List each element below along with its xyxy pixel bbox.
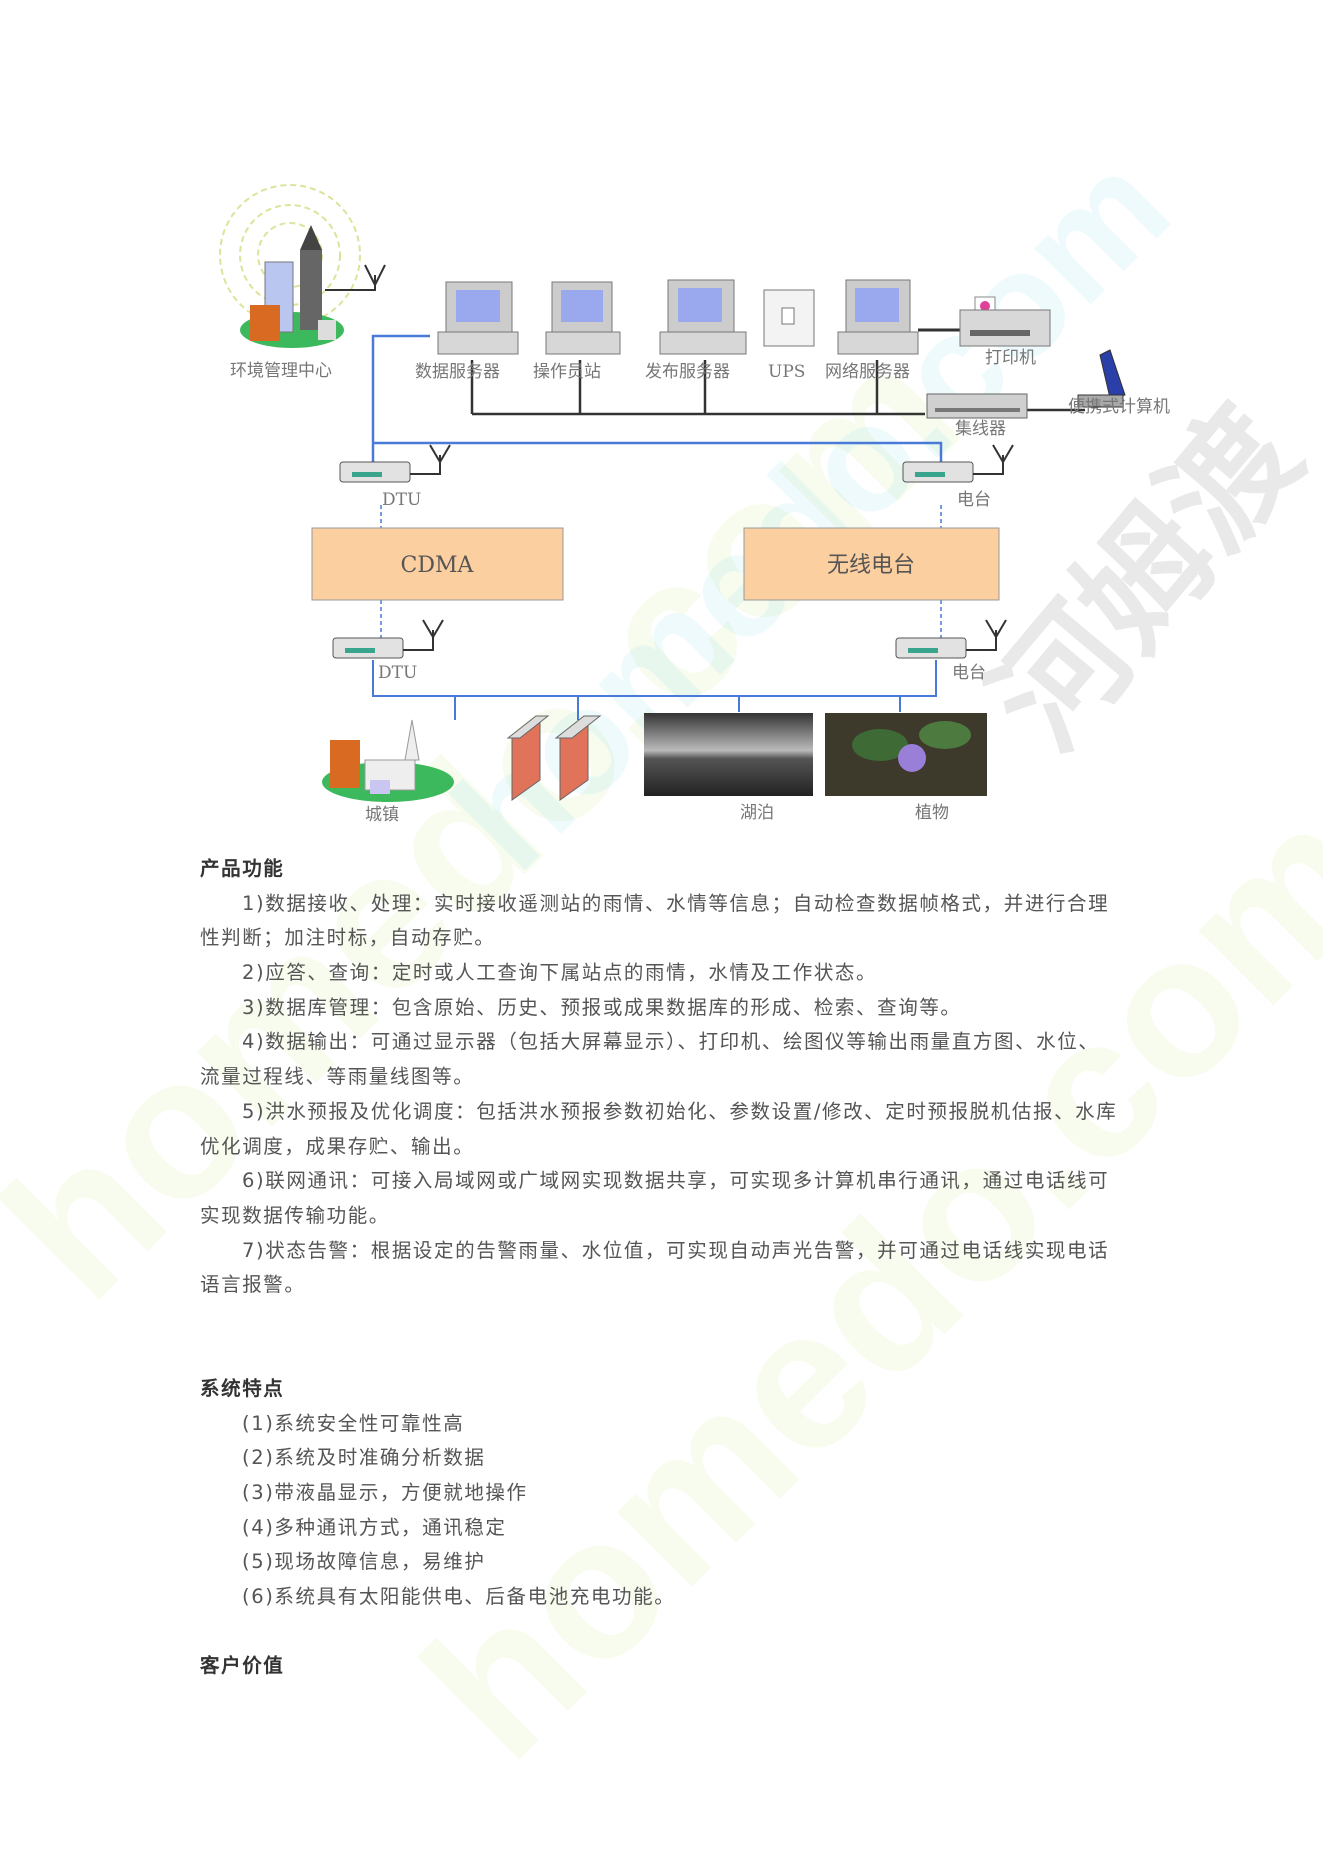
feature-item: (2)系统及时准确分析数据	[242, 1446, 486, 1470]
town-label: 城镇	[365, 805, 399, 825]
device-label: 发布服务器	[645, 362, 730, 382]
feature-item: (6)系统具有太阳能供电、后备电池充电功能。	[242, 1585, 676, 1609]
text-line: 性判断；加注时标，自动存贮。	[200, 926, 496, 950]
management-center-icon	[219, 184, 386, 348]
system-features-section: 系统特点 (1)系统安全性可靠性高 (2)系统及时准确分析数据 (3)带液晶显示…	[200, 1372, 675, 1615]
section-title: 客户价值	[200, 1654, 285, 1677]
device-label: 数据服务器	[415, 362, 500, 382]
device-label: 网络服务器	[825, 362, 910, 382]
wireless-label: 无线电台	[827, 553, 915, 578]
dtu-label: DTU	[378, 663, 417, 683]
hub-icon	[926, 393, 1028, 419]
printer-label: 打印机	[985, 348, 1036, 368]
feature-item: (3)带液晶显示，方便就地操作	[242, 1481, 528, 1505]
computer-icon	[437, 281, 519, 355]
text-line: 5)洪水预报及优化调度：包括洪水预报参数初始化、参数设置/修改、定时预报脱机估报…	[242, 1099, 1118, 1123]
text-line: 1)数据接收、处理：实时接收遥测站的雨情、水情等信息；自动检查数据帧格式，并进行…	[242, 891, 1110, 915]
cdma-box: CDMA	[311, 527, 564, 601]
dtu-label: DTU	[382, 490, 421, 510]
text-line: 优化调度，成果存贮、输出。	[200, 1134, 475, 1158]
radio-modem-icon	[902, 444, 1014, 483]
device-label: UPS	[768, 362, 805, 382]
plant-label: 植物	[915, 803, 949, 823]
feature-item: (5)现场故障信息，易维护	[242, 1550, 486, 1574]
customer-value-section: 客户价值	[200, 1649, 284, 1684]
cdma-label: CDMA	[401, 553, 475, 578]
product-functions-section: 产品功能 1)数据接收、处理：实时接收遥测站的雨情、水情等信息；自动检查数据帧格…	[200, 852, 1117, 1303]
device-label: 操作员站	[533, 362, 601, 382]
lake-photo	[644, 713, 813, 796]
computer-icon	[545, 281, 621, 355]
wireless-box: 无线电台	[743, 527, 1000, 601]
hub-label: 集线器	[955, 419, 1006, 439]
feature-item: (4)多种通讯方式，通讯稳定	[242, 1515, 507, 1539]
text-line: 4)数据输出：可通过显示器（包括大屏幕显示）、打印机、绘图仪等输出雨量直方图、水…	[242, 1030, 1100, 1054]
computer-icon	[659, 279, 747, 355]
laptop-icon	[1077, 349, 1126, 408]
dtu-modem-icon	[339, 444, 451, 483]
plant-photo	[825, 713, 987, 796]
system-diagram: 环境管理中心 打印机 便携式计算机 集线器 数据服务器 操作员站 发布服务器 U…	[219, 184, 1170, 825]
radio-modem-icon	[895, 619, 1007, 659]
text-line: 2)应答、查询：定时或人工查询下属站点的雨情，水情及工作状态。	[242, 961, 878, 985]
radio-label: 电台	[952, 663, 986, 683]
center-label: 环境管理中心	[230, 361, 332, 381]
town-icon	[322, 719, 454, 802]
text-line: 7)状态告警：根据设定的告警雨量、水位值，可实现自动声光告警，并可通过电话线实现…	[242, 1238, 1110, 1262]
feature-item: (1)系统安全性可靠性高	[242, 1411, 465, 1435]
dtu-modem-icon	[332, 619, 444, 659]
text-line: 流量过程线、等雨量线图等。	[200, 1065, 475, 1089]
computer-icon	[837, 279, 919, 355]
text-line: 6)联网通讯：可接入局域网或广域网实现数据共享，可实现多计算机串行通讯，通过电话…	[242, 1169, 1110, 1193]
ups-icon	[763, 289, 815, 347]
section-title: 系统特点	[200, 1377, 285, 1400]
text-line: 语言报警。	[200, 1273, 306, 1297]
text-line: 3)数据库管理：包含原始、历史、预报或成果数据库的形成、检索、查询等。	[242, 995, 962, 1019]
text-line: 实现数据传输功能。	[200, 1203, 390, 1227]
lake-label: 湖泊	[740, 803, 774, 823]
firewall-icon	[506, 715, 602, 801]
printer-icon	[959, 296, 1051, 347]
section-title: 产品功能	[200, 857, 285, 880]
laptop-label: 便携式计算机	[1068, 397, 1170, 417]
radio-label: 电台	[957, 490, 991, 510]
